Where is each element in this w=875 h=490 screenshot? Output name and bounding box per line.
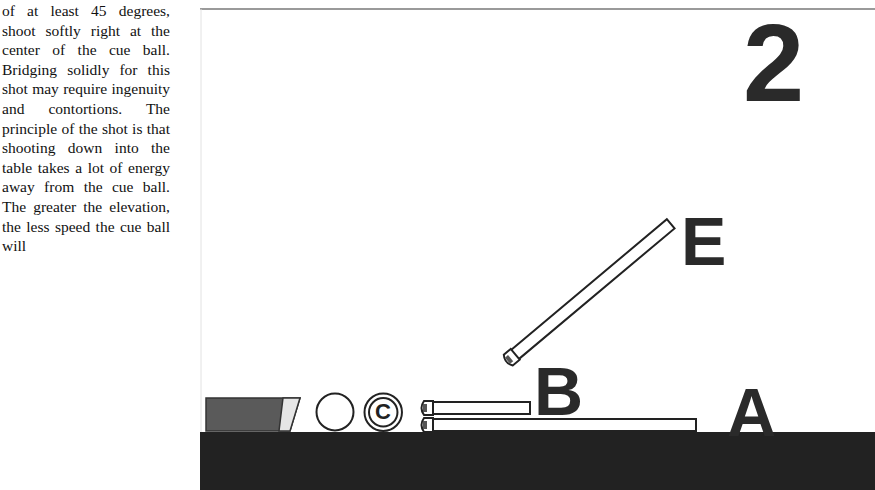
cue-stick-b	[422, 401, 531, 415]
cushion-nose	[279, 398, 300, 431]
ball-outline	[364, 393, 401, 430]
cue-ball: C	[364, 393, 402, 431]
object-ball	[317, 394, 354, 431]
figure-number: 2	[743, 8, 804, 118]
ball-letter: C	[364, 393, 402, 431]
cue-stick-e	[502, 218, 675, 367]
cue-label: E	[681, 207, 726, 275]
cushion-rail	[206, 398, 300, 431]
cue-label: A	[727, 378, 776, 446]
body-text: of at least 45 degrees, shoot softly rig…	[2, 1, 170, 256]
panel-border	[201, 9, 202, 490]
cue-label: B	[534, 357, 583, 425]
diagram-panel	[200, 8, 875, 490]
